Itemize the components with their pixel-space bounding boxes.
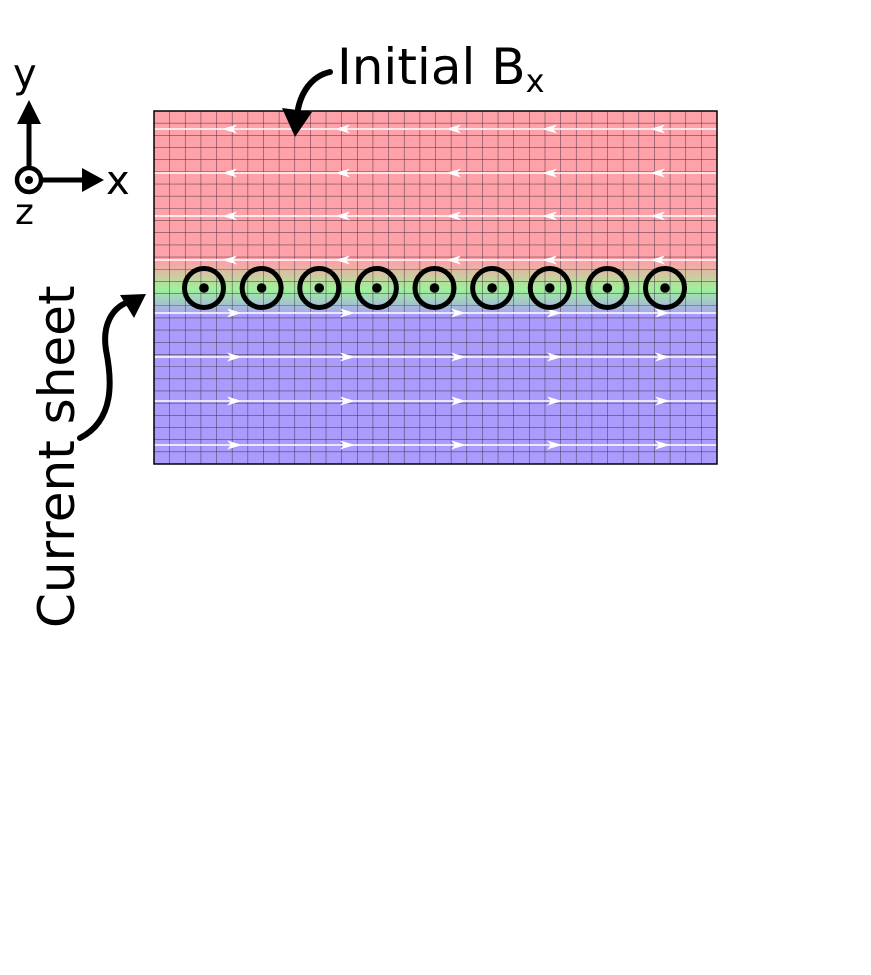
initial-bx-label: Initial Bx bbox=[282, 38, 545, 137]
current-sheet-label: Current sheet bbox=[28, 285, 146, 628]
domain-border bbox=[153, 110, 718, 465]
initial-bx-title: Initial Bx bbox=[337, 38, 545, 100]
field-direction-arrow-icon bbox=[547, 440, 562, 450]
field-direction-arrow-icon bbox=[547, 396, 562, 406]
field-direction-arrow-icon bbox=[542, 124, 557, 134]
initial-bx-title-sub: x bbox=[526, 62, 545, 100]
field-direction-arrow-icon bbox=[335, 168, 350, 178]
current-markers bbox=[182, 266, 687, 310]
initial-bx-arrow-head-icon bbox=[282, 108, 312, 137]
coordinate-axes: y x z bbox=[13, 51, 130, 233]
field-direction-arrow-icon bbox=[446, 168, 461, 178]
field-direction-arrow-icon bbox=[451, 308, 466, 318]
field-direction-arrow-icon bbox=[446, 255, 461, 265]
field-direction-arrow-icon bbox=[335, 211, 350, 221]
current-marker-dot-icon bbox=[199, 283, 209, 293]
field-direction-arrow-icon bbox=[542, 211, 557, 221]
field-direction-arrow-icon bbox=[547, 308, 562, 318]
x-axis-arrow-head-icon bbox=[82, 168, 104, 192]
current-marker-dot-icon bbox=[602, 283, 613, 293]
field-direction-arrow-icon bbox=[222, 211, 237, 221]
field-direction-arrow-icon bbox=[542, 168, 557, 178]
current-marker-circle-icon bbox=[297, 266, 342, 310]
current-marker-dot-icon bbox=[256, 283, 267, 293]
current-marker-dot-icon bbox=[314, 283, 325, 293]
field-direction-arrow-icon bbox=[542, 255, 557, 265]
field-direction-arrow-icon bbox=[227, 396, 242, 406]
field-lines bbox=[154, 124, 717, 450]
field-direction-arrow-icon bbox=[335, 255, 350, 265]
field-direction-arrow-icon bbox=[650, 255, 665, 265]
field-direction-arrow-icon bbox=[227, 440, 242, 450]
field-direction-arrow-icon bbox=[340, 352, 355, 362]
current-marker-circle-icon bbox=[412, 266, 457, 310]
field-direction-arrow-icon bbox=[222, 255, 237, 265]
field-direction-arrow-icon bbox=[655, 308, 670, 318]
field-direction-arrow-icon bbox=[650, 124, 665, 134]
field-direction-arrow-icon bbox=[655, 396, 670, 406]
current-marker-dot-icon bbox=[660, 283, 670, 293]
field-direction-arrow-icon bbox=[335, 124, 350, 134]
field-direction-arrow-icon bbox=[655, 440, 670, 450]
field-direction-arrow-icon bbox=[451, 440, 466, 450]
initial-bx-pointer-arrow bbox=[294, 69, 333, 118]
current-marker-circle-icon bbox=[527, 266, 572, 310]
field-direction-arrow-icon bbox=[340, 308, 355, 318]
current-marker-dot-icon bbox=[429, 283, 440, 293]
field-direction-arrow-icon bbox=[547, 352, 562, 362]
current-sheet-pointer-arrow bbox=[77, 299, 131, 441]
z-axis-dot-icon bbox=[25, 176, 33, 184]
field-direction-arrow-icon bbox=[222, 124, 237, 134]
z-axis-label: z bbox=[15, 192, 34, 233]
field-direction-arrow-icon bbox=[340, 396, 355, 406]
field-direction-arrow-icon bbox=[655, 352, 670, 362]
field-direction-arrow-icon bbox=[650, 168, 665, 178]
y-axis-label: y bbox=[13, 51, 37, 97]
x-axis-label: x bbox=[106, 158, 130, 204]
current-sheet-arrow-head-icon bbox=[120, 294, 146, 318]
current-sheet-text: Current sheet bbox=[28, 285, 86, 628]
initial-bx-title-main: Initial B bbox=[337, 38, 526, 96]
field-direction-arrow-icon bbox=[227, 352, 242, 362]
mesh-grid bbox=[154, 111, 717, 464]
field-direction-arrow-icon bbox=[222, 168, 237, 178]
current-marker-dot-icon bbox=[544, 283, 555, 293]
field-direction-arrow-icon bbox=[451, 396, 466, 406]
current-marker-circle-icon bbox=[643, 266, 687, 310]
current-marker-circle-icon bbox=[182, 266, 226, 310]
field-direction-arrow-icon bbox=[340, 440, 355, 450]
field-direction-arrow-icon bbox=[227, 308, 242, 318]
current-marker-circle-icon bbox=[470, 266, 515, 310]
current-marker-circle-icon bbox=[239, 266, 284, 310]
y-axis-arrow-head-icon bbox=[17, 100, 41, 124]
current-marker-circle-icon bbox=[585, 266, 630, 310]
field-direction-arrow-icon bbox=[446, 211, 461, 221]
field-direction-arrow-icon bbox=[650, 211, 665, 221]
field-direction-arrow-icon bbox=[451, 352, 466, 362]
field-direction-arrow-icon bbox=[446, 124, 461, 134]
current-marker-dot-icon bbox=[372, 283, 382, 293]
current-marker-dot-icon bbox=[487, 283, 497, 293]
current-marker-circle-icon bbox=[354, 266, 399, 310]
